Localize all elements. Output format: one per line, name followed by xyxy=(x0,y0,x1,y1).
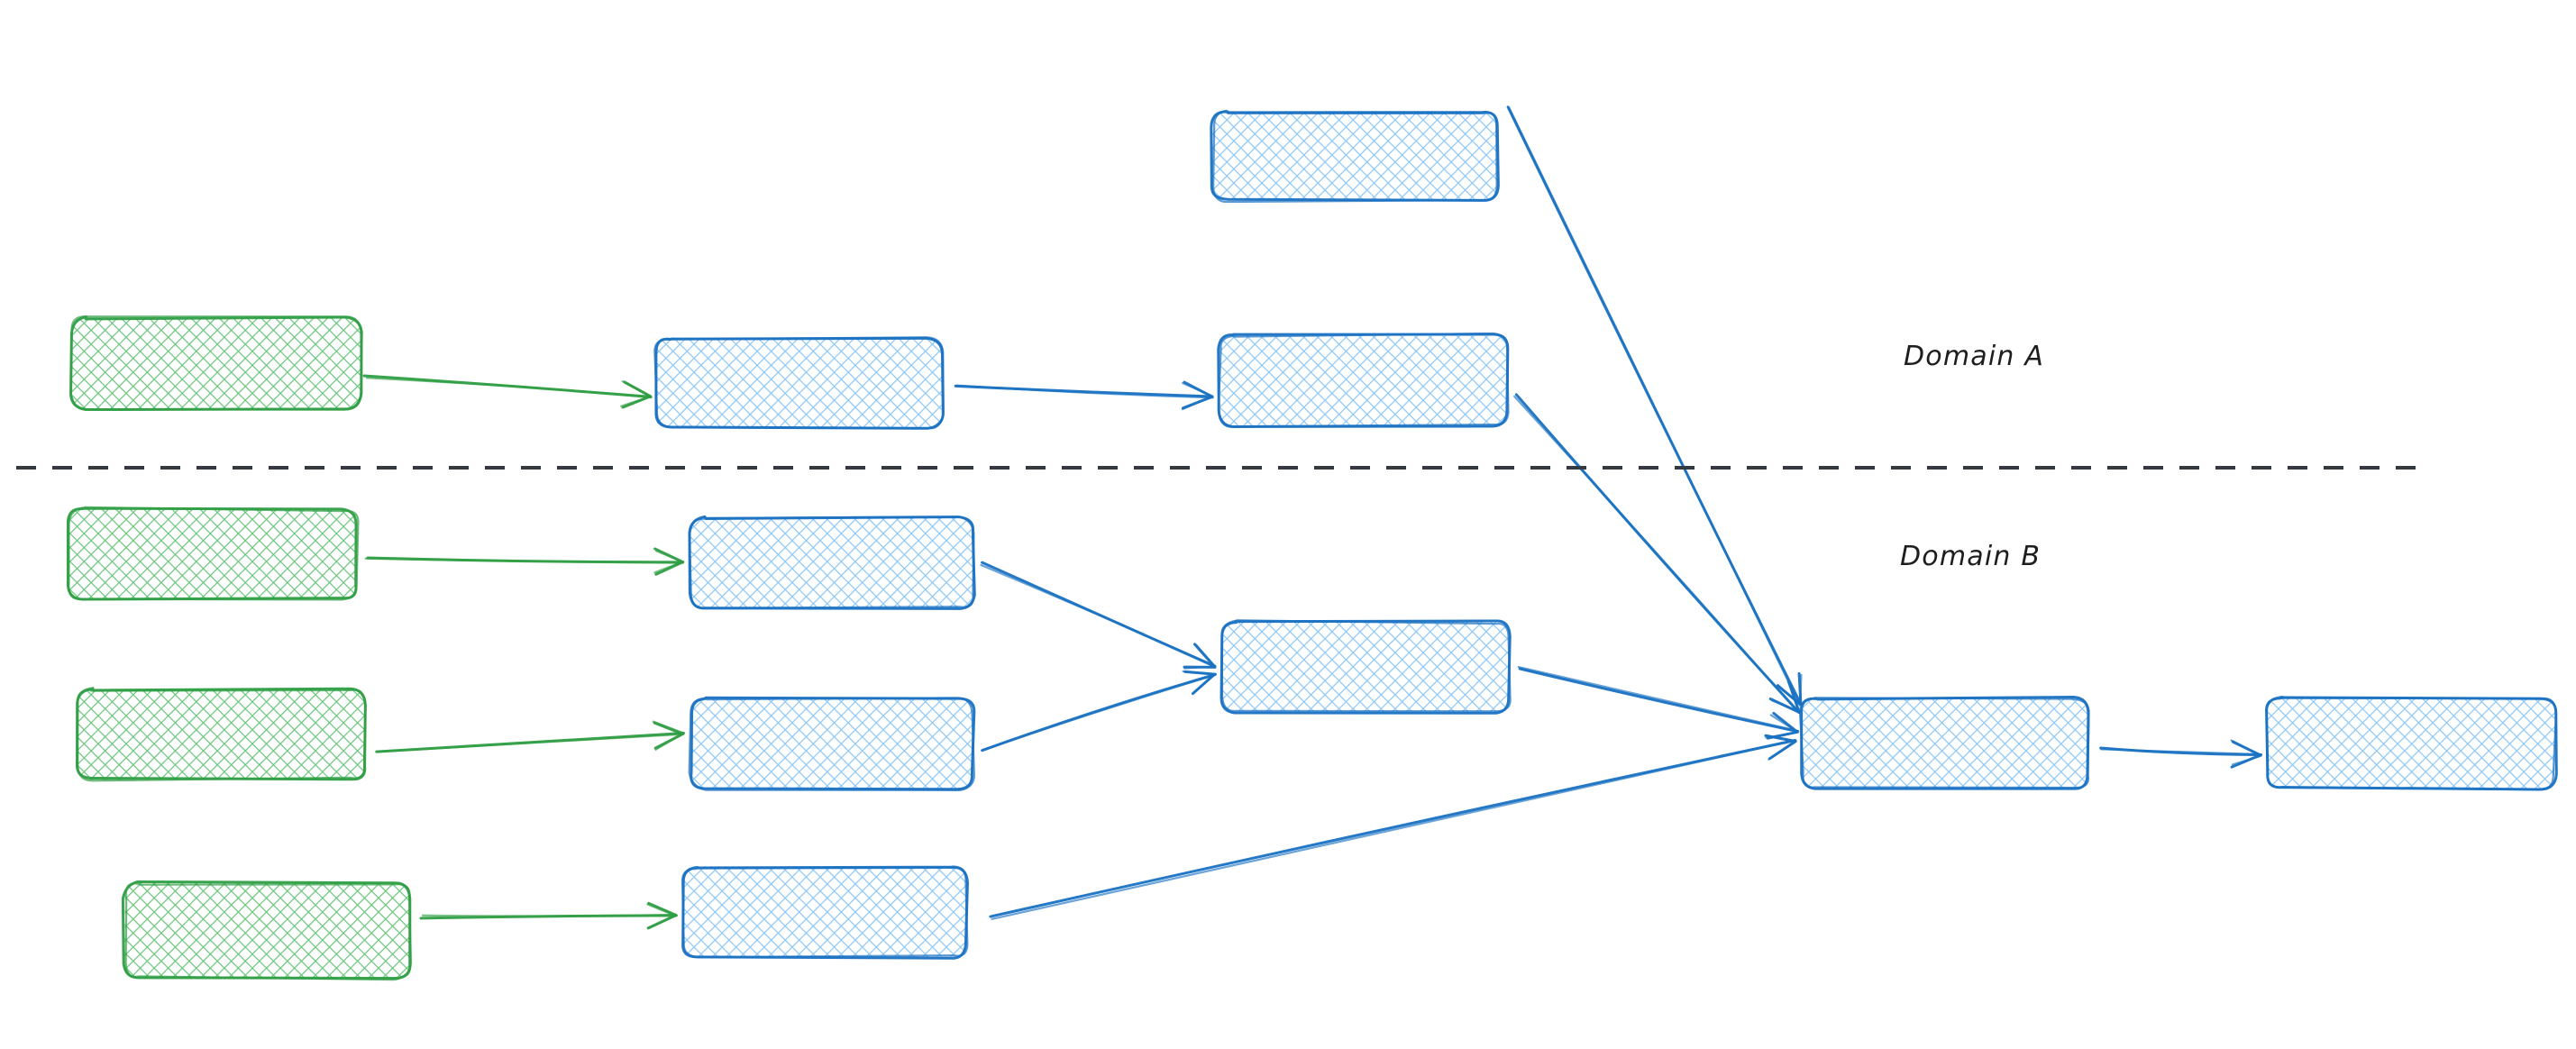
node-b-proc-2[interactable] xyxy=(688,696,976,791)
edge-b-src-3-to-b-proc-3 xyxy=(419,901,678,930)
node-b-src-3[interactable] xyxy=(121,880,413,981)
edge-b-merge-to-b-sink xyxy=(1517,665,1800,740)
edge-b-src-2-to-b-proc-2 xyxy=(375,720,685,753)
node-a-proc-2[interactable] xyxy=(1217,332,1510,428)
node-b-proc-1[interactable] xyxy=(688,515,976,610)
node-b-src-2[interactable] xyxy=(76,686,367,782)
edge-b-proc-1-to-b-merge xyxy=(980,561,1217,670)
edge-a-proc-2-to-b-sink xyxy=(1513,393,1801,714)
node-b-proc-3[interactable] xyxy=(681,865,969,960)
nodes-layer xyxy=(66,109,2558,981)
edge-b-proc-3-to-b-sink xyxy=(989,734,1797,920)
node-a-proc-1[interactable] xyxy=(653,336,945,430)
node-b-merge[interactable] xyxy=(1219,619,1512,715)
node-a-src-1[interactable] xyxy=(69,315,363,412)
edge-a-proc-0-to-b-sink xyxy=(1506,105,1803,707)
edge-a-src-1-to-a-proc-1 xyxy=(362,374,653,409)
edge-a-proc-1-to-a-proc-2 xyxy=(954,380,1214,411)
node-b-sink[interactable] xyxy=(1798,695,2090,790)
node-b-out[interactable] xyxy=(2265,696,2558,791)
node-a-proc-0[interactable] xyxy=(1210,109,1500,204)
edge-b-proc-2-to-b-merge xyxy=(981,670,1217,753)
edges-layer xyxy=(362,105,2263,930)
domain-b-label: Domain B xyxy=(1900,541,2042,572)
edge-b-sink-to-b-out xyxy=(2099,739,2263,769)
edge-b-src-1-to-b-proc-1 xyxy=(364,547,685,576)
domain-a-label: Domain A xyxy=(1904,341,2045,372)
node-b-src-1[interactable] xyxy=(66,506,360,601)
